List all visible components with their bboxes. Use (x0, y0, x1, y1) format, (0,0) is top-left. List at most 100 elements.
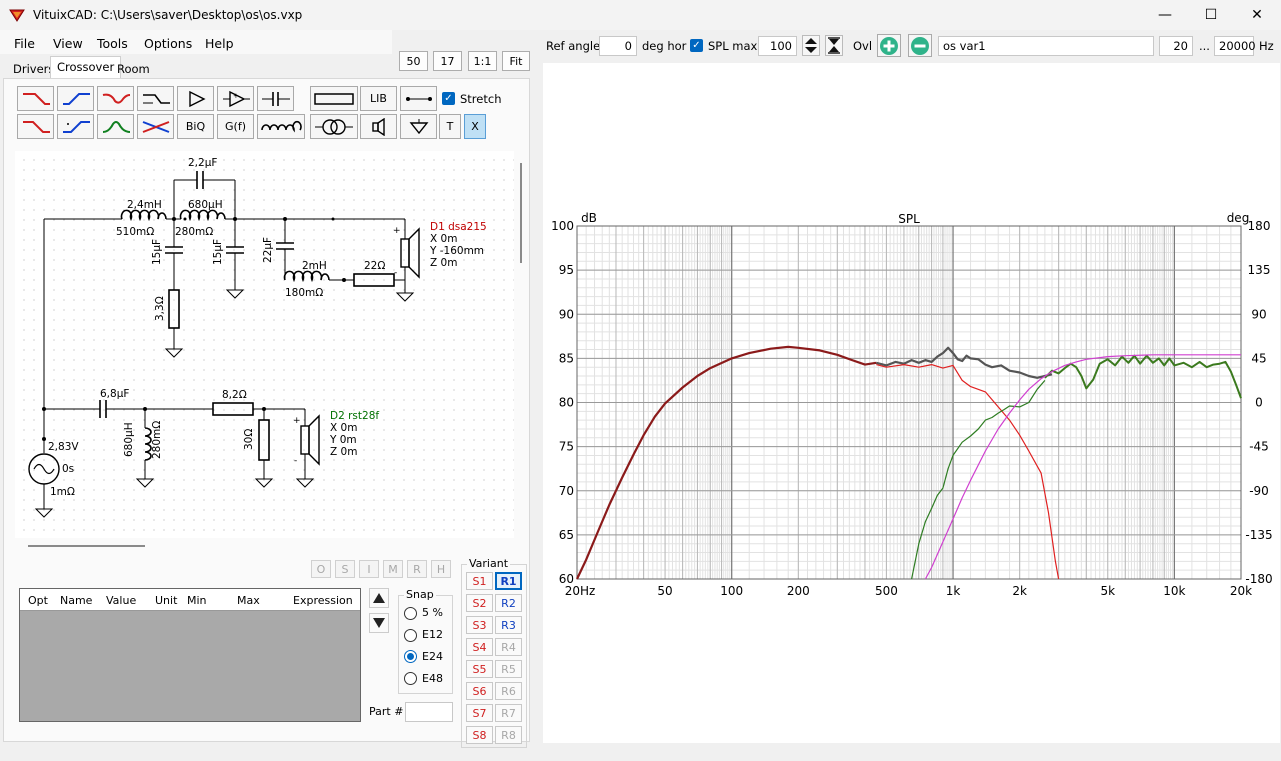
bandstop-tool[interactable] (97, 86, 134, 111)
snap-e48-radio[interactable] (404, 672, 417, 685)
variant-s6-button[interactable]: S6 (466, 682, 493, 700)
l2-label[interactable]: 680µH (188, 199, 223, 211)
variant-s4-button[interactable]: S4 (466, 638, 493, 656)
col-unit[interactable]: Unit (155, 594, 178, 607)
reset-button[interactable]: R (407, 560, 427, 578)
c3-label[interactable]: 15µF (212, 238, 224, 265)
col-max[interactable]: Max (237, 594, 260, 607)
driver2-name[interactable]: D2 rst28f (330, 410, 380, 422)
variant-r8-button[interactable]: R8 (495, 726, 522, 744)
menu-file[interactable]: File (14, 36, 35, 51)
menu-view[interactable]: View (53, 36, 83, 51)
spl-max-spinner[interactable] (802, 35, 820, 56)
tab-room[interactable]: Room (117, 62, 150, 76)
init-button[interactable]: I (359, 560, 379, 578)
c5-label[interactable]: 6,8µF (100, 388, 130, 400)
col-name[interactable]: Name (60, 594, 93, 607)
wire-tool[interactable] (400, 86, 437, 111)
variant-r4-button[interactable]: R4 (495, 638, 522, 656)
move-down-button[interactable] (369, 613, 389, 633)
highpass-tool[interactable] (57, 86, 94, 111)
variant-s8-button[interactable]: S8 (466, 726, 493, 744)
spl-chart[interactable]: 6065707580859095100-180-135-90-450459013… (543, 63, 1280, 743)
opamp-tool[interactable]: + (217, 86, 254, 111)
col-value[interactable]: Value (106, 594, 137, 607)
remove-overlay-button[interactable] (908, 34, 932, 57)
capacitor-tool[interactable] (257, 86, 294, 111)
range-toggle-button[interactable] (825, 35, 843, 56)
crossover-tool[interactable] (137, 114, 174, 139)
r3-label[interactable]: 8,2Ω (222, 389, 247, 401)
l1-resistance-label[interactable]: 510mΩ (116, 226, 155, 238)
ref-angle-input[interactable]: 0 (599, 36, 637, 56)
lib-button[interactable]: LIB (360, 86, 397, 111)
variant-s7-button[interactable]: S7 (466, 704, 493, 722)
lowpass-tool[interactable] (17, 86, 54, 111)
driver1-name[interactable]: D1 dsa215 (430, 221, 487, 233)
resistor-tool[interactable] (310, 86, 358, 111)
fmin-input[interactable]: 20 (1159, 36, 1193, 56)
col-min[interactable]: Min (187, 594, 207, 607)
menu-options[interactable]: Options (144, 36, 193, 51)
schematic-hscroll[interactable] (28, 545, 145, 547)
variant-s5-button[interactable]: S5 (466, 660, 493, 678)
source-resistance-label[interactable]: 1mΩ (50, 486, 75, 498)
stretch-checkbox[interactable]: ✓ (442, 92, 455, 105)
schematic-vscroll[interactable] (520, 163, 522, 263)
parameter-table[interactable]: Opt Name Value Unit Min Max Expression (19, 588, 361, 722)
inductor-tool[interactable] (257, 114, 305, 139)
lowpass2-tool[interactable] (17, 114, 54, 139)
zoom-50-button[interactable]: 50 (399, 51, 428, 71)
c1-label[interactable]: 2,2µF (188, 157, 218, 169)
optimize-button[interactable]: O (311, 560, 331, 578)
r4-label[interactable]: 30Ω (243, 428, 255, 450)
m-button[interactable]: M (383, 560, 403, 578)
source-voltage-label[interactable]: 2,83V (48, 441, 79, 453)
l1-label[interactable]: 2,4mH (127, 199, 162, 211)
col-expression[interactable]: Expression (293, 594, 353, 607)
biquad-button[interactable]: BiQ (177, 114, 214, 139)
text-tool[interactable]: T (439, 114, 461, 139)
delete-tool[interactable]: X (464, 114, 486, 139)
spl-max-input[interactable]: 100 (758, 36, 797, 56)
schematic-canvas[interactable]: +- +- 2,2µF 2,4mH 510mΩ 680µH 280mΩ 2mH … (15, 151, 514, 538)
variant-r7-button[interactable]: R7 (495, 704, 522, 722)
variant-r1-button[interactable]: R1 (495, 572, 522, 590)
close-button[interactable]: ✕ (1251, 7, 1263, 23)
c4-label[interactable]: 22µF (262, 236, 274, 263)
add-overlay-button[interactable] (877, 34, 901, 57)
c2-label[interactable]: 15µF (151, 238, 163, 265)
variant-r2-button[interactable]: R2 (495, 594, 522, 612)
variant-s2-button[interactable]: S2 (466, 594, 493, 612)
r2-label[interactable]: 3,3Ω (154, 296, 166, 321)
bandpass-tool[interactable] (97, 114, 134, 139)
move-up-button[interactable] (369, 588, 389, 608)
snap-e12-radio[interactable] (404, 629, 417, 642)
allpass-tool[interactable] (137, 86, 174, 111)
l2-resistance-label[interactable]: 280mΩ (175, 226, 214, 238)
l3-label[interactable]: 2mH (302, 260, 327, 272)
source-delay-label[interactable]: 0s (62, 463, 75, 475)
zoom-fit-button[interactable]: Fit (502, 51, 530, 71)
r1-label[interactable]: 22Ω (364, 260, 386, 272)
h-button[interactable]: H (431, 560, 451, 578)
buffer-tool[interactable] (177, 86, 214, 111)
transformer-tool[interactable] (310, 114, 358, 139)
maximize-button[interactable]: ☐ (1204, 7, 1218, 23)
l4-label[interactable]: 680µH (123, 422, 135, 457)
snap-5pct-radio[interactable] (404, 607, 417, 620)
part-input[interactable] (405, 702, 453, 722)
variant-r3-button[interactable]: R3 (495, 616, 522, 634)
fmax-input[interactable]: 20000 (1214, 36, 1256, 56)
zoom-17-button[interactable]: 17 (433, 51, 462, 71)
menu-tools[interactable]: Tools (97, 36, 128, 51)
highpass2-tool[interactable] (57, 114, 94, 139)
gf-button[interactable]: G(f) (217, 114, 254, 139)
variant-r5-button[interactable]: R5 (495, 660, 522, 678)
col-opt[interactable]: Opt (28, 594, 48, 607)
menu-help[interactable]: Help (205, 36, 234, 51)
variant-s1-button[interactable]: S1 (466, 572, 493, 590)
l4-resistance-label[interactable]: 280mΩ (151, 420, 163, 459)
tab-crossover[interactable]: Crossover (50, 56, 122, 78)
